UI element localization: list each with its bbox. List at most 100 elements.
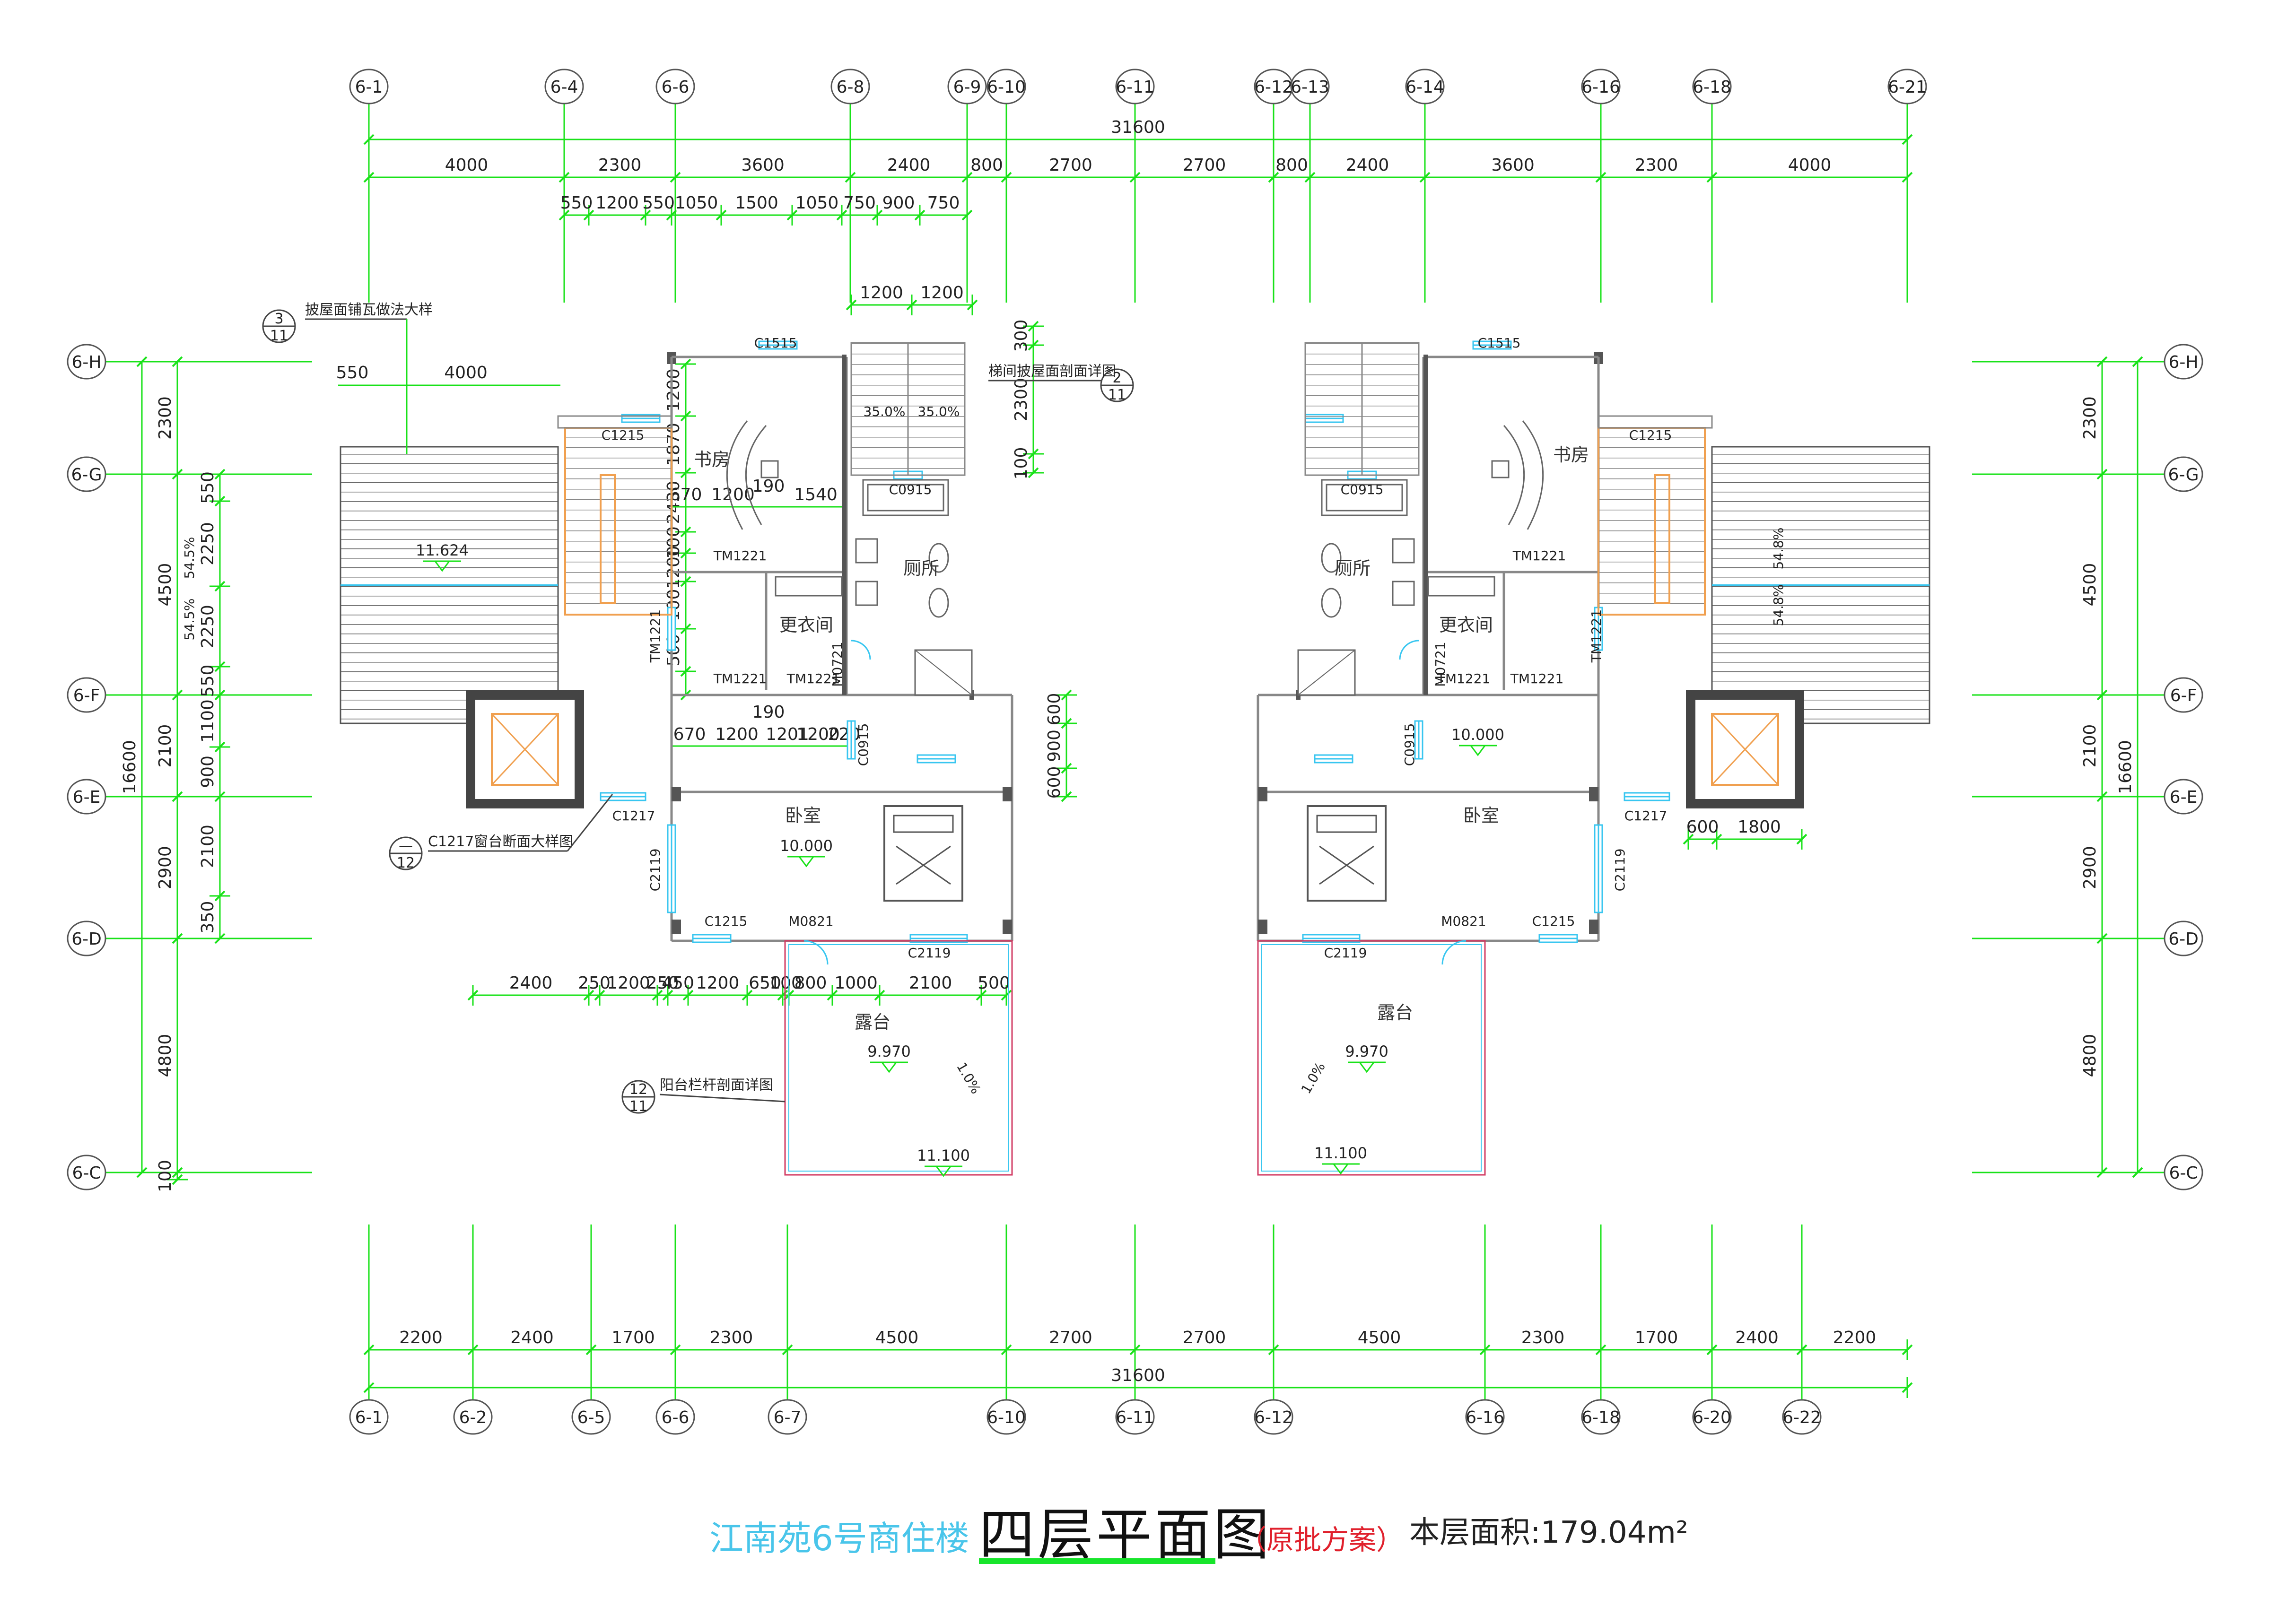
window-door-tag: TM1221 bbox=[1589, 609, 1604, 663]
toilet bbox=[928, 588, 949, 618]
dimension-value: 4000 bbox=[1788, 156, 1832, 175]
detail-ref-number: — bbox=[399, 838, 413, 854]
dimension-value: 2700 bbox=[1049, 1328, 1092, 1347]
dimension-value: 4800 bbox=[156, 1034, 175, 1077]
toilet bbox=[1321, 588, 1342, 618]
dim-top-row1-slash bbox=[1304, 172, 1316, 183]
room-label: 卧室 bbox=[785, 805, 821, 826]
stair-handrail bbox=[600, 474, 616, 604]
axis-bottom-6-2-label: 6-2 bbox=[459, 1408, 487, 1427]
slope-label: 54.8% bbox=[1771, 584, 1786, 626]
dimension-value: 2250 bbox=[198, 605, 218, 648]
room-label: 露台 bbox=[1377, 1002, 1413, 1023]
dimension-value: 670 bbox=[673, 725, 706, 744]
level-triangle bbox=[1459, 745, 1497, 756]
dimension-value: 4500 bbox=[2080, 563, 2100, 607]
dim-top-row1-slash bbox=[1595, 172, 1606, 183]
dim-left-total-slash bbox=[136, 1167, 148, 1178]
study-desk bbox=[726, 420, 748, 530]
axis-right-6-D-bubble bbox=[2164, 921, 2203, 956]
staircase bbox=[564, 427, 672, 616]
dim-top-total-slash bbox=[363, 134, 375, 145]
slope-label: 54.5% bbox=[182, 537, 197, 579]
level-triangle bbox=[423, 560, 461, 572]
dim-bottom-row-end-slash bbox=[1706, 1344, 1718, 1355]
axis-right-6-C-bubble bbox=[2164, 1155, 2203, 1190]
dim-left-inner-slash bbox=[214, 890, 226, 902]
axis-top-6-13-label: 6-13 bbox=[1291, 78, 1329, 97]
shower-diag bbox=[915, 650, 972, 695]
dimension-value: 550 bbox=[642, 193, 675, 213]
level-mark: 9.970 bbox=[1345, 1042, 1388, 1060]
dim-left-outer-slash bbox=[172, 469, 183, 480]
dim-top-row2-slash bbox=[872, 209, 883, 221]
dim-left-outer-slash bbox=[172, 356, 183, 367]
axis-top-6-11-bubble bbox=[1115, 69, 1155, 104]
level-mark: 9.970 bbox=[867, 1042, 911, 1060]
dim-top-row3-slash bbox=[906, 299, 917, 311]
window-door-tag: C2119 bbox=[647, 849, 663, 892]
dimension-value: 4000 bbox=[445, 156, 489, 175]
dimension-value: 650 bbox=[749, 973, 781, 993]
study-desk bbox=[745, 425, 767, 525]
window-door-tag: TM1221 bbox=[647, 609, 663, 663]
wardrobe bbox=[1427, 576, 1495, 597]
dim-bottom-row-end-slash bbox=[1902, 1344, 1913, 1355]
bed-pillow bbox=[1316, 815, 1377, 833]
axis-right-6-H-label: 6-H bbox=[2169, 353, 2199, 372]
plan-details bbox=[340, 342, 1930, 1176]
dim-left-outer-slash bbox=[172, 689, 183, 701]
dim-top-row1-slash bbox=[1706, 172, 1718, 183]
dimension-value: 800 bbox=[794, 973, 827, 993]
dimension-value: 600 bbox=[1686, 817, 1719, 837]
dim-top-row1-slash bbox=[559, 172, 570, 183]
dim-left-outer-slash bbox=[172, 1174, 183, 1185]
dimension-value: 900 bbox=[882, 193, 915, 213]
dimension-value: 2300 bbox=[710, 1328, 753, 1347]
dim-right-outer-slash bbox=[2096, 791, 2108, 802]
axis-top-6-1-label: 6-1 bbox=[355, 78, 383, 97]
dim-bottom-row-slash bbox=[782, 1344, 793, 1355]
dim-left-inner-slash bbox=[214, 741, 226, 753]
dimension-value: 2300 bbox=[1012, 378, 1031, 421]
dimension-value: 900 bbox=[1045, 729, 1064, 762]
window-door-tag: TM1221 bbox=[1512, 548, 1566, 564]
dim-wing-left-slash bbox=[680, 623, 691, 634]
dim-top-row1-slash bbox=[1419, 172, 1431, 183]
level-mark: 10.000 bbox=[780, 837, 833, 855]
dimension-value: 2250 bbox=[198, 522, 218, 565]
dim-top-row1-slash bbox=[670, 172, 681, 183]
dimension-value: 2400 bbox=[887, 156, 931, 175]
dimension-value: 1201 bbox=[766, 725, 809, 744]
dim-bottom-row-slash bbox=[467, 1344, 479, 1355]
dimension-value: 2400 bbox=[1346, 156, 1389, 175]
dim-left-inner-slash bbox=[214, 933, 226, 944]
axis-top-6-10-label: 6-10 bbox=[987, 78, 1026, 97]
axis-bottom-6-10-label: 6-10 bbox=[987, 1408, 1026, 1427]
slope-label: 1.0% bbox=[1298, 1060, 1328, 1096]
dim-top-row2-slash bbox=[961, 209, 973, 221]
axis-right-6-G-bubble bbox=[2164, 456, 2203, 492]
dimension-value: 4500 bbox=[156, 563, 175, 607]
dimension-value: 2400 bbox=[1735, 1328, 1779, 1347]
dim-left-inner-slash bbox=[214, 661, 226, 672]
dimension-value: 3600 bbox=[741, 156, 785, 175]
bed bbox=[1307, 805, 1387, 902]
dimension-value: 1200 bbox=[664, 368, 683, 412]
wall bbox=[1258, 920, 1267, 934]
dim-stair-vert-slash bbox=[1061, 689, 1072, 701]
axis-bottom-6-5-bubble bbox=[571, 1399, 611, 1435]
axis-left-6-D-bubble bbox=[67, 921, 106, 956]
dim-bottom-row-slash bbox=[1268, 1344, 1279, 1355]
axis-top-6-4-label: 6-4 bbox=[550, 78, 578, 97]
room-label: 书房 bbox=[1553, 444, 1589, 465]
detail-ref-number: 3 bbox=[274, 311, 283, 327]
room-label: 更衣间 bbox=[779, 615, 833, 635]
wall bbox=[1423, 355, 1428, 695]
dim-left-inner-slash bbox=[214, 469, 226, 480]
axis-top-6-18-label: 6-18 bbox=[1693, 78, 1731, 97]
dim-top-row2-slash bbox=[666, 209, 677, 221]
window-door-tag: M0821 bbox=[1441, 913, 1486, 929]
